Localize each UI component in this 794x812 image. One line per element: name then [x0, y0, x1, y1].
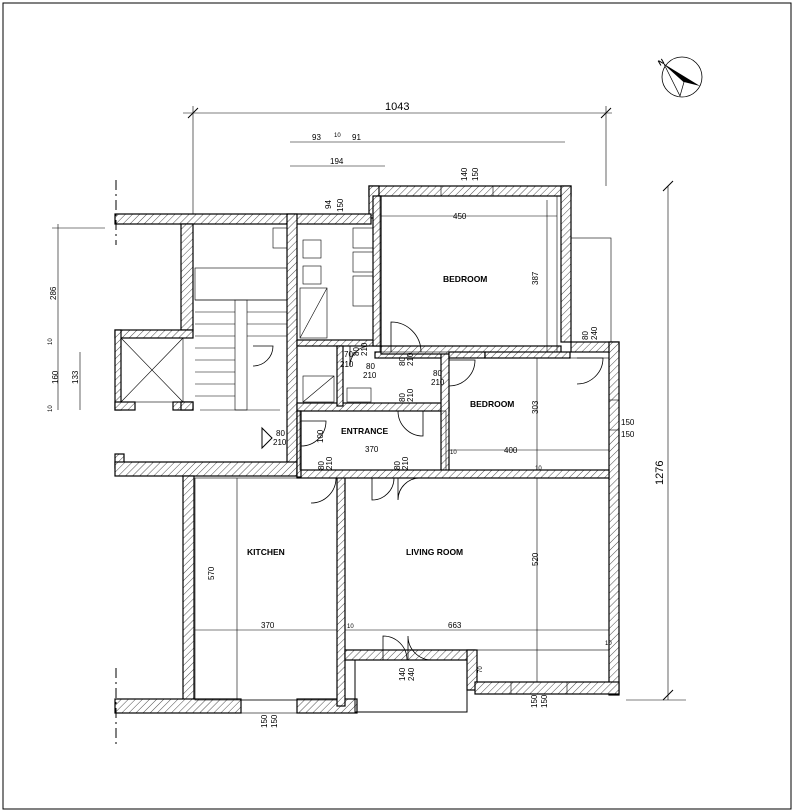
dim-150-bottom-d: 150	[540, 694, 549, 708]
dim-10-c: 10	[450, 450, 457, 456]
dim-240-balcony: 240	[407, 667, 416, 681]
dim-kitchen-width: 370	[261, 621, 275, 630]
dim-bed1-height: 387	[531, 271, 540, 285]
dim-overall-height: 1276	[654, 461, 666, 485]
dim-70: 70	[344, 350, 353, 359]
dim-80-c: 80	[398, 357, 407, 366]
dim-210-g: 210	[325, 456, 334, 470]
dim-210-a: 210	[340, 360, 354, 369]
dim-bed1-width: 450	[453, 212, 467, 221]
room-label-living-room: LIVING ROOM	[406, 547, 463, 557]
dim-10-top: 10	[334, 133, 341, 139]
dim-93: 93	[312, 133, 321, 142]
dim-70-living: 70	[478, 666, 484, 673]
dim-150-bottom-a: 150	[260, 714, 269, 728]
dim-194: 194	[330, 157, 344, 166]
dim-80-e: 80	[398, 393, 407, 402]
dimension-lines	[52, 106, 686, 701]
dim-80-entry: 80	[276, 429, 285, 438]
dim-286: 286	[49, 286, 58, 300]
dim-150-top: 150	[336, 198, 345, 212]
dim-bed2-height: 303	[531, 400, 540, 414]
dim-150-bottom-c: 150	[530, 694, 539, 708]
dim-140-top: 140	[460, 167, 469, 181]
dim-bed2-width: 400	[504, 446, 518, 455]
dim-150-bottom-b: 150	[270, 714, 279, 728]
dim-210-entry: 210	[273, 438, 287, 447]
dim-91: 91	[352, 133, 361, 142]
dim-133: 133	[71, 370, 80, 384]
dim-entrance-width: 370	[365, 445, 379, 454]
dim-150-top2: 150	[471, 167, 480, 181]
dim-210-d: 210	[406, 352, 415, 366]
bathroom-fixtures	[272, 227, 374, 403]
dim-160: 160	[51, 370, 60, 384]
dim-80-a: 80	[352, 347, 361, 356]
north-arrow-icon: N	[657, 56, 703, 98]
dim-210-e: 210	[431, 378, 445, 387]
room-label-bedroom-right: BEDROOM	[470, 399, 514, 409]
dim-window-150-b: 150	[621, 430, 635, 439]
dim-210-b: 210	[360, 342, 369, 356]
dim-80-g: 80	[393, 461, 402, 470]
doors	[252, 321, 604, 661]
dim-140-balcony: 140	[398, 667, 407, 681]
dim-window-150-a: 150	[621, 418, 635, 427]
dim-10-b: 10	[48, 405, 54, 412]
dim-kitchen-height: 570	[207, 566, 216, 580]
dim-10-e: 10	[347, 624, 354, 630]
dim-80-f: 80	[317, 461, 326, 470]
dim-210-c: 210	[363, 371, 377, 380]
dim-10-a: 10	[48, 338, 54, 345]
dim-80-240-a: 80	[581, 331, 590, 340]
dim-80-d: 80	[433, 369, 442, 378]
dim-100: 100	[316, 429, 325, 443]
dim-80-b: 80	[366, 362, 375, 371]
dim-210-f: 210	[406, 388, 415, 402]
dim-10-d: 10	[535, 466, 542, 472]
dim-10-f: 10	[605, 641, 612, 647]
dim-living-height: 520	[531, 552, 540, 566]
room-label-entrance: ENTRANCE	[341, 426, 389, 436]
dim-240: 240	[590, 326, 599, 340]
dim-210-h: 210	[401, 456, 410, 470]
svg-text:N: N	[657, 57, 667, 68]
dim-overall-width: 1043	[385, 101, 409, 113]
room-label-kitchen: KITCHEN	[247, 547, 285, 557]
dim-living-width: 663	[448, 621, 462, 630]
interior-lines	[115, 180, 620, 748]
stair-treads	[194, 267, 288, 411]
dim-94: 94	[324, 200, 333, 209]
room-label-bedroom-top: BEDROOM	[443, 274, 487, 284]
